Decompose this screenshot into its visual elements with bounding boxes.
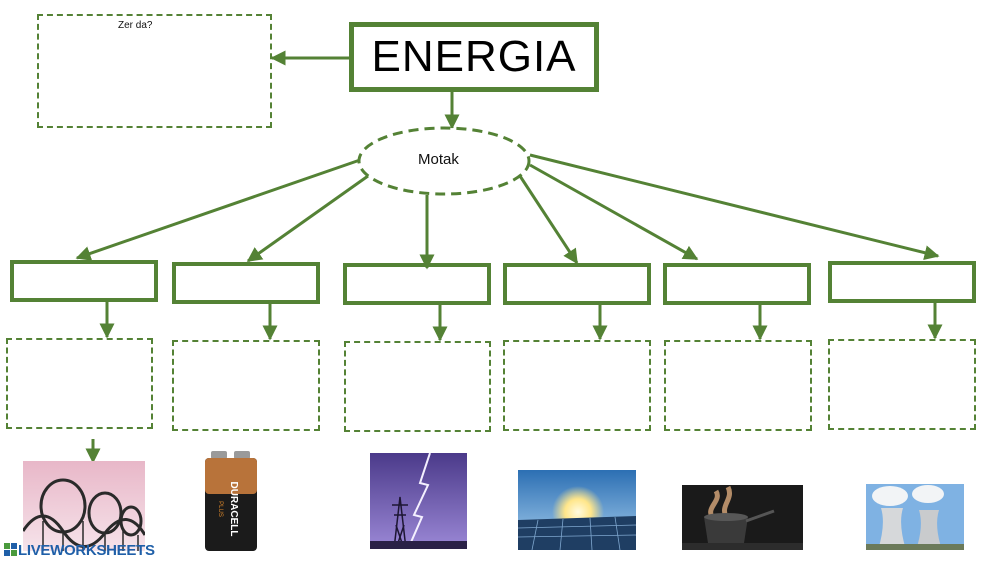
type-input-6[interactable]: [832, 265, 972, 299]
logo-text: LIVEWORKSHEETS: [18, 541, 155, 559]
example-box-2[interactable]: [172, 340, 320, 431]
type-input-2[interactable]: [176, 266, 316, 300]
example-input-1[interactable]: [8, 340, 151, 427]
example-box-3[interactable]: [344, 341, 491, 432]
type-input-5[interactable]: [667, 267, 807, 301]
arrow-types-to-box-6: [529, 153, 940, 261]
type-input-4[interactable]: [507, 267, 647, 301]
definition-label: Zer da?: [118, 20, 153, 31]
example-input-6[interactable]: [830, 341, 974, 428]
example-box-5[interactable]: [664, 340, 812, 431]
battery-brand-text: DURACELL: [228, 482, 239, 537]
liveworksheets-logo: LIVEWORKSHEETS: [4, 541, 155, 559]
example-input-4[interactable]: [505, 342, 649, 429]
arrow-types-to-box-2: [246, 174, 369, 263]
battery-sub-text: PLUS: [217, 501, 223, 517]
battery-image: DURACELL PLUS: [203, 451, 259, 552]
logo-icon: [4, 543, 17, 556]
type-input-3[interactable]: [347, 267, 487, 301]
types-ellipse: [357, 126, 531, 196]
roller-coaster-image: [23, 461, 145, 551]
title-box: ENERGIA: [349, 22, 599, 92]
type-box-6[interactable]: [828, 261, 976, 303]
example-box-4[interactable]: [503, 340, 651, 431]
arrow-types-to-box-5: [529, 163, 699, 261]
type-input-1[interactable]: [14, 264, 154, 298]
definition-box[interactable]: [37, 14, 272, 128]
example-input-2[interactable]: [174, 342, 318, 429]
type-box-2[interactable]: [172, 262, 320, 304]
types-label: Motak: [418, 151, 459, 168]
page-title: ENERGIA: [371, 32, 577, 81]
type-box-4[interactable]: [503, 263, 651, 305]
cooling-towers-image: [866, 484, 964, 550]
boiling-pot-image: [682, 485, 803, 550]
example-input-5[interactable]: [666, 342, 810, 429]
lightning-tower-image: [370, 453, 467, 549]
type-box-5[interactable]: [663, 263, 811, 305]
type-box-1[interactable]: [10, 260, 158, 302]
definition-input[interactable]: [39, 16, 270, 126]
solar-panel-image: [518, 470, 636, 550]
arrow-types-to-box-4: [518, 175, 579, 265]
arrow-types-to-box-1: [75, 158, 361, 261]
example-input-3[interactable]: [346, 343, 489, 430]
example-box-1[interactable]: [6, 338, 153, 429]
example-box-6[interactable]: [828, 339, 976, 430]
type-box-3[interactable]: [343, 263, 491, 305]
